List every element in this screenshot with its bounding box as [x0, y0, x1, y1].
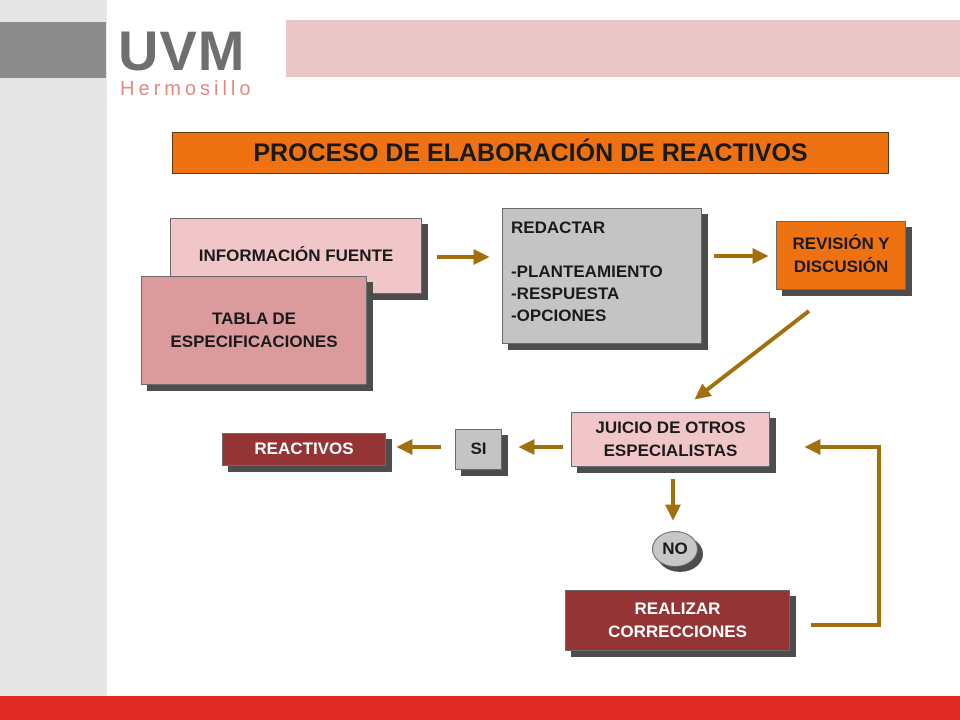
logo-wordmark: UVM — [118, 19, 246, 82]
node-no: NO — [652, 531, 698, 567]
node-si: SI — [455, 429, 502, 470]
header-pink-band — [286, 20, 960, 77]
node-redactar: REDACTAR -PLANTEAMIENTO -RESPUESTA -OPCI… — [502, 208, 702, 344]
arrow-revision-to-juicio — [694, 309, 811, 400]
node-revision-discusion: REVISIÓN Y DISCUSIÓN — [776, 221, 906, 290]
footer-bar — [0, 696, 960, 720]
node-realizar-correcciones: REALIZAR CORRECCIONES — [565, 590, 790, 651]
diagram-title: PROCESO DE ELABORACIÓN DE REACTIVOS — [172, 132, 889, 174]
node-juicio-especialistas: JUICIO DE OTROS ESPECIALISTAS — [571, 412, 770, 467]
node-tabla-especificaciones: TABLA DE ESPECIFICACIONES — [141, 276, 367, 385]
left-rail — [0, 0, 107, 696]
uvm-logo: UVM Hermosillo — [118, 18, 278, 98]
header-grey-band — [0, 22, 106, 78]
logo-campus: Hermosillo — [120, 78, 255, 98]
arrow-correcciones-to-juicio — [804, 439, 881, 627]
node-reactivos: REACTIVOS — [222, 433, 386, 466]
